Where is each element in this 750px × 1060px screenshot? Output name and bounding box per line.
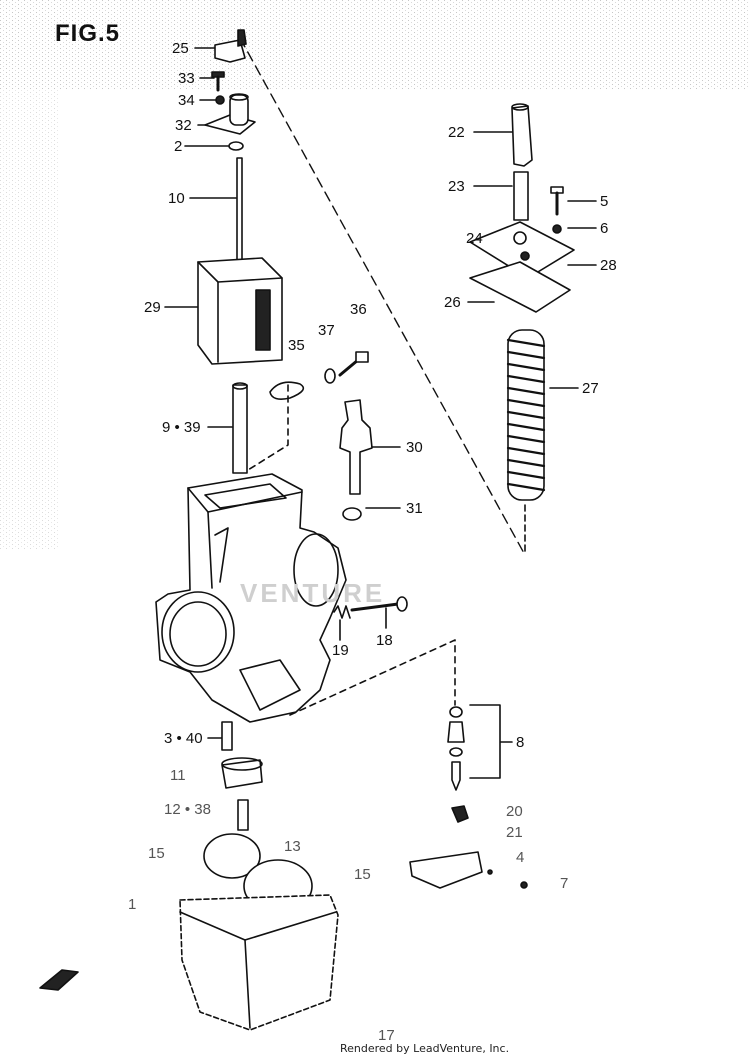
callout-17: 17: [378, 1027, 395, 1044]
carburetor-body-top-opening: [204, 483, 287, 509]
callout-7: 7: [560, 875, 569, 892]
callout-19: 19: [332, 642, 349, 659]
part-35-clip: [269, 381, 305, 400]
part-32-cylinder-top: [229, 93, 249, 101]
callout-9-39: 9 • 39: [162, 419, 201, 436]
part-27-spring-coils: [506, 338, 546, 492]
callout-36: 36: [350, 301, 367, 318]
part-28-hole: [520, 251, 530, 261]
part-24-washer: [513, 231, 527, 245]
callout-6: 6: [600, 220, 609, 237]
part-22-cap-top: [511, 103, 529, 111]
part-18-screw-head: [396, 596, 408, 612]
callout-22: 22: [448, 124, 465, 141]
callout-12-38: 12 • 38: [164, 801, 211, 818]
part-3-jet: [221, 721, 233, 751]
part-9-main-jet: [232, 384, 248, 474]
part-34-washer: [215, 95, 225, 105]
watermark: VENTURE: [240, 578, 386, 608]
callout-10: 10: [168, 190, 185, 207]
callout-21: 21: [506, 824, 523, 841]
carburetor-outlet: [293, 533, 339, 607]
callout-37: 37: [318, 322, 335, 339]
part-18-screw-shaft: [350, 602, 400, 612]
front-arrow-icon: [39, 969, 79, 991]
scan-noise-left: [0, 90, 60, 550]
carburetor-body-rib: [214, 527, 229, 583]
part-36-screw-shaft: [338, 358, 360, 377]
callout-31: 31: [406, 500, 423, 517]
part-8-seat: [447, 721, 465, 743]
callout-29: 29: [144, 299, 161, 316]
part-8-washer: [449, 747, 463, 757]
part-8-needle: [451, 761, 461, 791]
part-32-cylinder: [229, 94, 249, 126]
part-30-adjuster: [339, 399, 373, 495]
carburetor-base: [239, 659, 301, 711]
part-15-pin-holder: [409, 851, 483, 889]
part-31-ring: [342, 507, 362, 521]
part-25-stem: [237, 29, 247, 47]
part-37-washer: [324, 368, 336, 384]
part-1-float-bowl: [179, 894, 339, 1031]
part-2-ring: [228, 141, 244, 151]
part-13-float-left: [203, 833, 261, 879]
assembly-line-clip: [247, 384, 289, 471]
part-6-washer: [552, 224, 562, 234]
part-9-main-jet-top: [232, 382, 248, 390]
callout-3-40: 3 • 40: [164, 730, 203, 747]
part-4-clip: [487, 869, 493, 875]
callout-4: 4: [516, 849, 525, 866]
part-8-ring: [449, 706, 463, 718]
callout-34: 34: [178, 92, 195, 109]
callout-28: 28: [600, 257, 617, 274]
part-26-gasket: [469, 261, 571, 313]
callout-15-left: 15: [148, 845, 165, 862]
bracket-8: [469, 704, 513, 779]
callout-2: 2: [174, 138, 183, 155]
part-20-screw: [451, 805, 469, 823]
callout-35: 35: [288, 337, 305, 354]
part-1-float-bowl-corner: [244, 939, 251, 1029]
part-29-slide-slot: [255, 289, 271, 351]
assembly-line-float-valve: [289, 639, 456, 716]
callout-25: 25: [172, 40, 189, 57]
part-11-holder: [221, 759, 263, 789]
carburetor-bore-outer: [161, 591, 235, 673]
part-19-spring: [333, 605, 351, 619]
part-22-cap: [511, 105, 533, 167]
callout-1: 1: [128, 896, 137, 913]
callout-24: 24: [466, 230, 483, 247]
callout-20: 20: [506, 803, 523, 820]
scan-noise-top: [0, 0, 750, 90]
callout-30: 30: [406, 439, 423, 456]
render-credit: Rendered by LeadVenture, Inc.: [338, 1042, 512, 1055]
assembly-line-diagonal: [239, 37, 526, 556]
callout-27: 27: [582, 380, 599, 397]
carburetor-bore-inner: [169, 601, 227, 667]
callout-33: 33: [178, 70, 195, 87]
figure-title: FIG.5: [55, 20, 121, 47]
callout-26: 26: [444, 294, 461, 311]
callout-8: 8: [516, 734, 525, 751]
callout-18: 18: [376, 632, 393, 649]
part-11-holder-top: [221, 757, 263, 771]
part-23-rod: [513, 171, 529, 221]
callout-11: 11: [170, 767, 186, 784]
part-10-needle: [236, 157, 243, 269]
part-7-screw: [520, 881, 528, 889]
part-12-pilot-jet: [237, 799, 249, 831]
callout-13: 13: [284, 838, 301, 855]
carburetor-body-corner: [207, 511, 213, 589]
callout-23: 23: [448, 178, 465, 195]
callout-15-right: 15: [354, 866, 371, 883]
callout-32: 32: [175, 117, 192, 134]
part-36-screw-head: [355, 351, 369, 363]
callout-5: 5: [600, 193, 609, 210]
